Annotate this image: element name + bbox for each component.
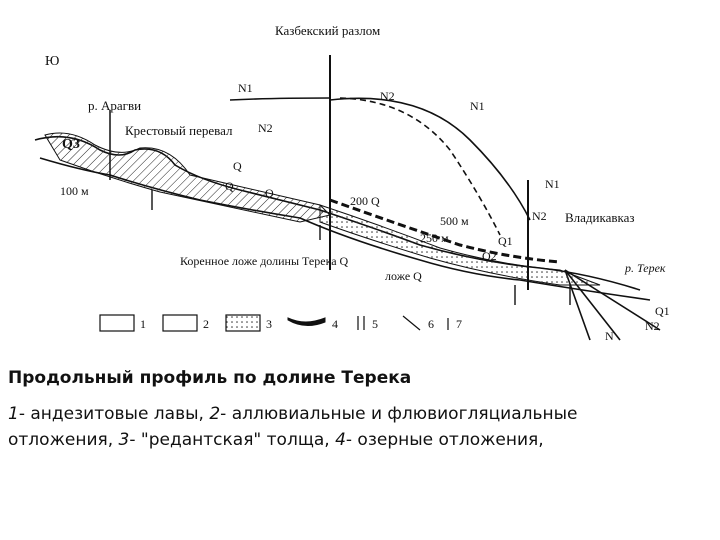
legend-label-5: 5 — [372, 317, 378, 331]
n1-right-label: N1 — [470, 99, 485, 113]
vladikavkaz-label: Владикавказ — [565, 210, 635, 225]
legend-label-7: 7 — [456, 317, 462, 331]
legend-text-1: - андезитовые лавы, — [18, 404, 210, 424]
legend-number-2: 2 — [209, 404, 221, 424]
legend-swatch-2 — [162, 314, 198, 332]
hatched-unit — [44, 132, 331, 223]
q3-label: Q3 — [62, 137, 80, 152]
legend-text-4: - озерные отложения, — [345, 430, 544, 450]
legend-swatch-6 — [402, 315, 421, 331]
terek-label: р. Терек — [624, 261, 666, 275]
q-label-3: Q — [265, 186, 274, 200]
q1-far-label: Q1 — [655, 304, 670, 318]
500m-label: 500 м — [440, 214, 469, 228]
n1-curve — [329, 97, 531, 221]
legend-label-4: 4 — [332, 317, 338, 331]
bed-left-label: Коренное ложе долины Терека Q — [180, 254, 349, 268]
aragvi-label: р. Арагви — [88, 98, 141, 113]
n1-far-label: N1 — [545, 177, 560, 191]
n2-mid-label: N2 — [258, 121, 273, 135]
legend-text-2: - аллювиальные и флювиогляциальные — [220, 404, 578, 424]
legend-swatch-5 — [357, 316, 365, 330]
movement-arrows — [151, 190, 571, 305]
legend-label-3: 3 — [266, 317, 272, 331]
200-label: 200 Q — [350, 194, 380, 208]
legend: 1 2 3 4 5 6 7 — [99, 314, 462, 332]
caption-line-2: отложения, 3- "редантская" толща, 4- озе… — [8, 428, 708, 452]
legend-number-1: 1 — [8, 404, 19, 424]
n2-curve — [339, 97, 501, 236]
250m-label: 250 м — [420, 231, 449, 245]
legend-number-4: 4 — [335, 430, 346, 450]
legend-number-3: 3 — [118, 430, 130, 450]
n2-far-label: N2 — [532, 209, 547, 223]
krestovy-label: Крестовый перевал — [125, 123, 233, 138]
legend-swatch-4 — [287, 317, 326, 326]
legend-swatch-1 — [99, 314, 135, 332]
q-label-2: Q — [225, 179, 234, 193]
q-label-1: Q — [233, 159, 242, 173]
n1-top-label: N1 — [238, 81, 253, 95]
n-top-line — [229, 97, 331, 101]
fault-label: Казбекский разлом — [275, 23, 380, 38]
legend-text-3: - "редантская" толща, — [129, 430, 336, 450]
terek-profile-diagram: Ю Казбекский разлом р. Арагви Крестовый … — [34, 23, 670, 343]
caption-line-1: 1- андезитовые лавы, 2- аллювиальные и ф… — [8, 402, 708, 426]
legend-label-1: 1 — [140, 317, 146, 331]
legend-text-2b: отложения, — [8, 430, 119, 450]
n2-bottom-label: N2 — [645, 319, 660, 333]
dotted-alluvium — [319, 204, 601, 286]
south-label: Ю — [45, 54, 59, 69]
legend-swatch-3 — [225, 314, 261, 332]
bed-right-label: ложе Q — [385, 269, 422, 283]
n2-upper-label: N2 — [380, 89, 395, 103]
caption-title: Продольный профиль по долине Терека — [8, 368, 412, 388]
legend-label-2: 2 — [203, 317, 209, 331]
legend-label-6: 6 — [428, 317, 434, 331]
q2-right-label: Q2 — [482, 249, 497, 263]
100m-label: 100 м — [60, 184, 89, 198]
n-bottom-label: N — [605, 329, 614, 343]
q1-right-label: Q1 — [498, 234, 513, 248]
